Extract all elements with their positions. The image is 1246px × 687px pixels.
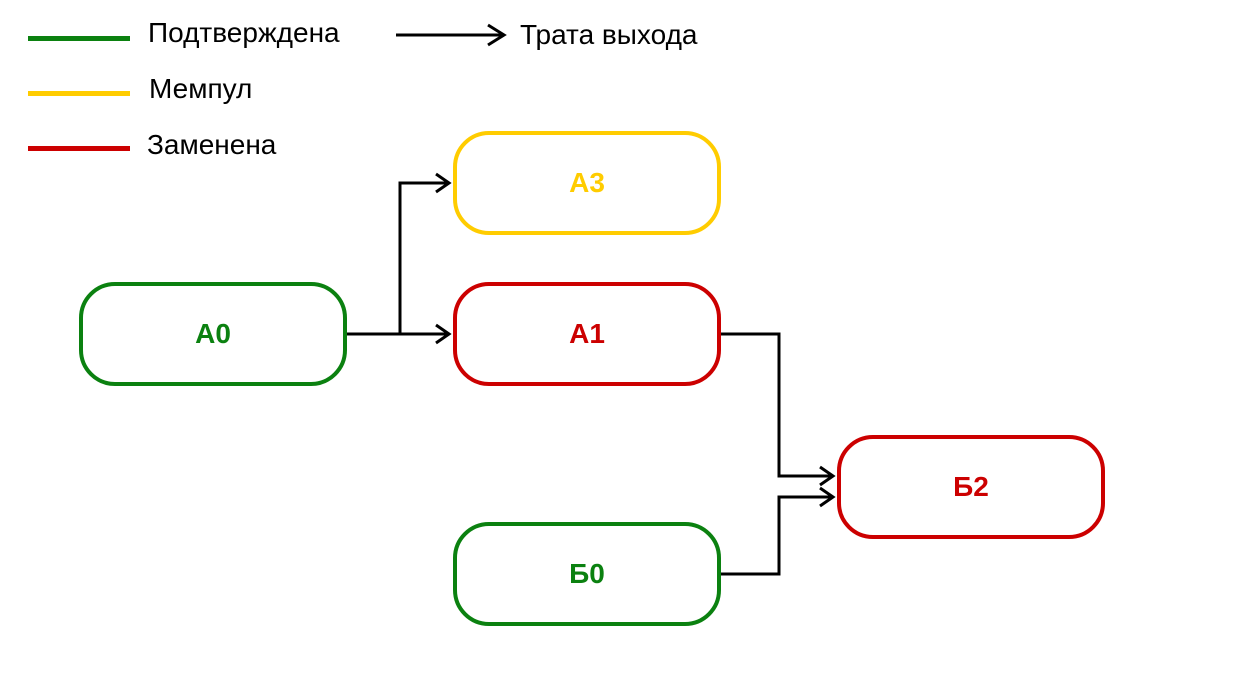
node-a1-label: A1 <box>569 318 605 349</box>
node-a1[interactable]: A1 <box>453 282 721 386</box>
node-a3[interactable]: A3 <box>453 131 721 235</box>
edge-b0-b2 <box>721 486 836 576</box>
node-a0-label: A0 <box>195 318 231 349</box>
node-b0[interactable]: Б0 <box>453 522 721 626</box>
legend-mempool-swatch <box>28 91 130 96</box>
legend-replaced-swatch <box>28 146 130 151</box>
node-b2-label: Б2 <box>953 471 989 502</box>
edge-a0-a1 <box>347 323 452 345</box>
legend-confirmed-swatch <box>28 36 130 41</box>
legend-replaced-label: Заменена <box>147 129 277 160</box>
legend-spend-label: Трата выхода <box>520 19 698 50</box>
node-a3-label: A3 <box>569 167 605 198</box>
edge-a0-a3 <box>398 172 452 334</box>
legend-confirmed-label: Подтверждена <box>148 17 340 48</box>
edge-a1-b2 <box>721 332 836 487</box>
legend-mempool-label: Мемпул <box>149 73 253 104</box>
node-b0-label: Б0 <box>569 558 605 589</box>
node-a0[interactable]: A0 <box>79 282 347 386</box>
node-b2[interactable]: Б2 <box>837 435 1105 539</box>
